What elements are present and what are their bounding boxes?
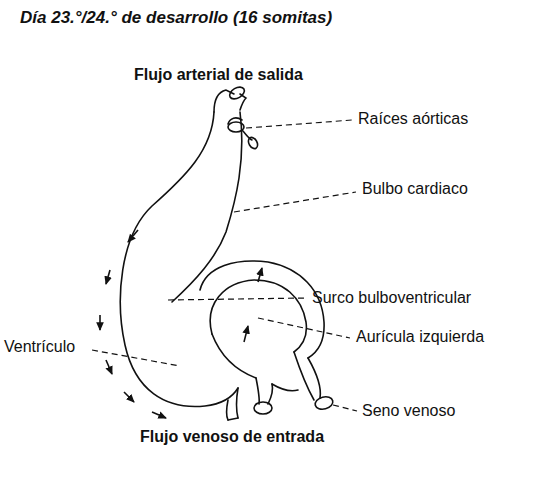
aortic-root xyxy=(228,118,242,124)
left-atrium-outline xyxy=(210,280,306,352)
part-label: Seno venoso xyxy=(362,402,455,420)
part-label: Ventrículo xyxy=(4,338,75,356)
part-label: Raíces aórticas xyxy=(358,110,468,128)
flow-heading: Flujo arterial de salida xyxy=(134,66,303,84)
sinus-venosus-horn xyxy=(268,384,273,404)
bulbus-outline xyxy=(172,112,242,302)
flow-heading: Flujo venoso de entrada xyxy=(140,428,324,446)
atrium-outline xyxy=(212,334,256,378)
part-label: Bulbo cardiaco xyxy=(362,180,468,198)
aortic-root xyxy=(242,130,252,140)
leader-lines xyxy=(92,120,357,411)
vein xyxy=(228,418,238,420)
vein xyxy=(237,388,239,418)
flow-arrows xyxy=(100,230,262,418)
vein-opening xyxy=(314,395,334,411)
part-label: Aurícula izquierda xyxy=(356,328,484,346)
figure-title: Día 23.°/24.° de desarrollo (16 somitas) xyxy=(20,8,332,28)
vein xyxy=(227,400,229,420)
aortic-root-opening xyxy=(228,85,247,102)
sinus-venosus-horn xyxy=(294,352,314,400)
aortic-root xyxy=(214,90,234,112)
sinus-venosus-horn xyxy=(256,378,259,404)
aortic-root-opening xyxy=(247,136,260,150)
vein-opening xyxy=(254,402,272,414)
heart-tube-outline xyxy=(120,112,238,406)
sinus-venosus-horn xyxy=(272,384,298,391)
part-label: Surco bulboventricular xyxy=(312,289,471,307)
atrium-outline xyxy=(200,261,324,358)
